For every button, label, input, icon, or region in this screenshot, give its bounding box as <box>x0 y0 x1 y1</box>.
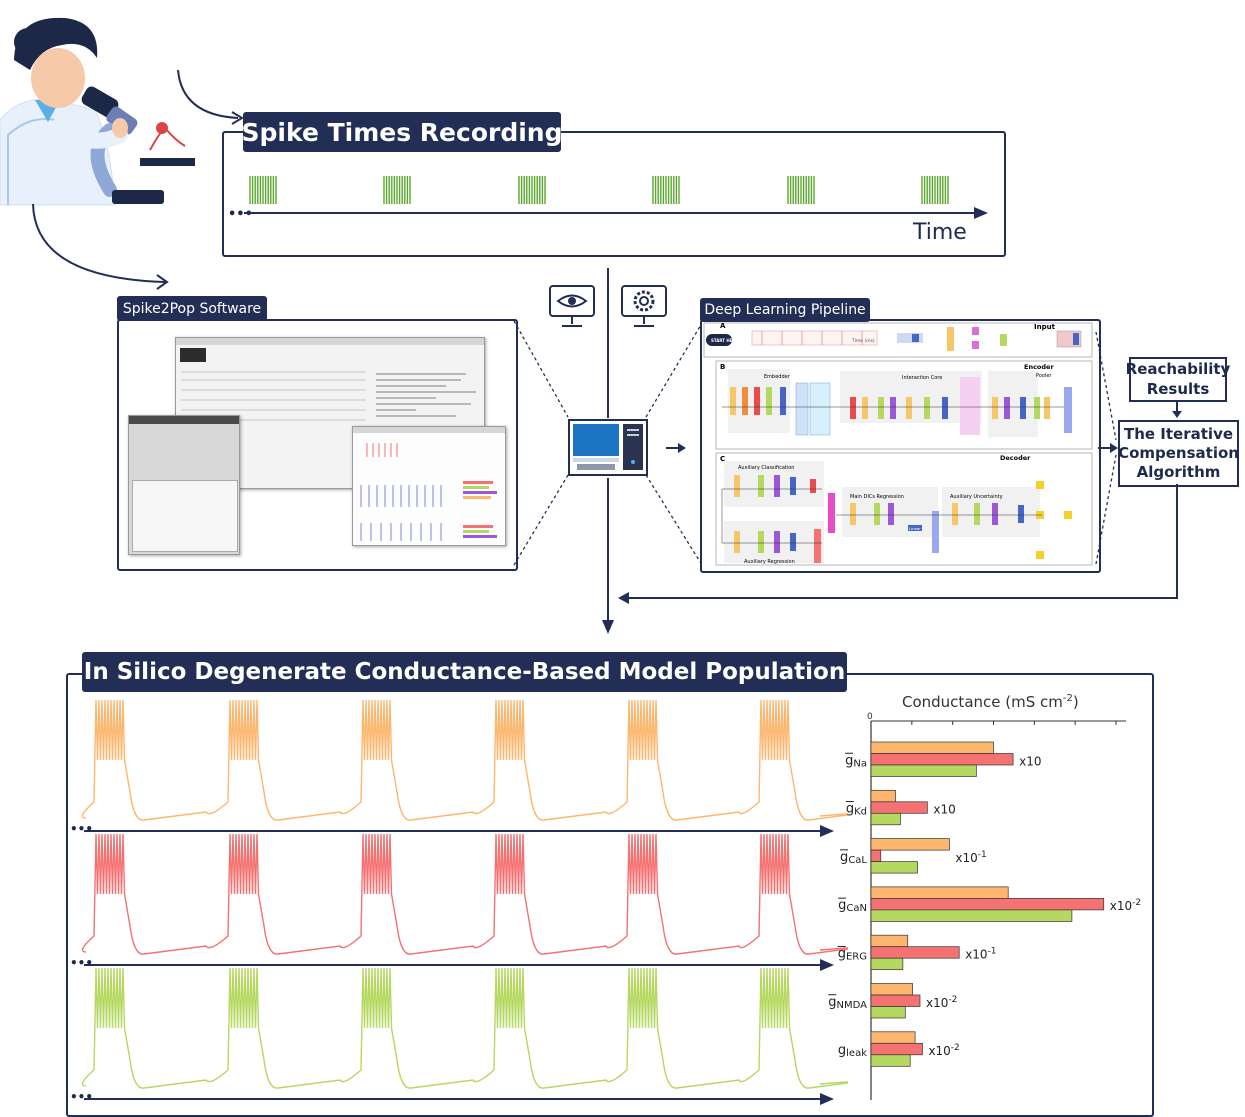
category-label-can: gCaN <box>838 898 867 914</box>
spike-raster: ••• <box>228 176 988 222</box>
pooler-label: Pooler <box>1036 373 1052 379</box>
scale-label-na: x10 <box>1019 754 1041 768</box>
arrow-reach-to-comp <box>1172 400 1182 418</box>
conductance-chart: Conductance (mS cm-2) 0 gNa x10 gKd x10 gCaL… <box>828 693 1141 1100</box>
recording-panel <box>222 131 1006 257</box>
scale-label-can: x10-2 <box>1110 898 1141 913</box>
start-here-label: START HERE <box>711 338 739 343</box>
bar-cal-1 <box>870 838 950 851</box>
reachability-line2: Results <box>1146 379 1210 398</box>
bar-can-2 <box>870 898 1105 911</box>
software-main-window <box>175 337 485 489</box>
aux-regression-label: Auxiliary Regression <box>744 559 795 565</box>
voltage-trace-3 <box>81 967 848 1089</box>
scale-label-leak: x10-2 <box>928 1043 959 1058</box>
bar-erg-2 <box>870 946 960 959</box>
bar-can-1 <box>870 886 1009 899</box>
bar-kd-2 <box>870 801 928 814</box>
time-axis-label: Time <box>913 220 967 245</box>
svg-text:•••: ••• <box>228 207 253 222</box>
aux-uncertainty-label: Auxiliary Uncertainty <box>950 494 1003 500</box>
aux-classification-label: Auxiliary Classification <box>738 465 794 471</box>
embedder-label: Embedder <box>764 374 791 380</box>
chart-bars <box>870 741 1105 1067</box>
bar-cal-3 <box>870 861 918 874</box>
scale-label-erg: x10-1 <box>965 946 996 961</box>
time-ms-label: Time (ms) <box>851 338 875 344</box>
spike-bursts <box>249 176 949 204</box>
category-label-leak: gleak <box>838 1043 867 1059</box>
recording-title: Spike Times Recording <box>242 112 563 152</box>
pipeline-label-a: A <box>720 322 726 330</box>
voltage-trace-2 <box>81 833 848 955</box>
decoder-label: Decoder <box>1000 454 1031 462</box>
bar-leak-3 <box>870 1054 911 1067</box>
bar-erg-1 <box>870 934 909 948</box>
svg-text:•••: ••• <box>70 956 93 970</box>
bar-na-1 <box>870 741 994 754</box>
pipeline-zoom-lines <box>1095 331 1118 565</box>
chart-title: Conductance (mS cm-2) <box>902 693 1079 711</box>
scale-label-nmda: x10-2 <box>926 995 957 1010</box>
axis-zero-label: 0 <box>867 712 873 722</box>
arrow-to-pipeline <box>666 443 686 453</box>
zoom-lines <box>513 320 703 566</box>
input-label: Input <box>1034 323 1056 331</box>
arrow-to-software <box>32 203 169 290</box>
bar-leak-1 <box>870 1031 916 1044</box>
reachability-line1: Reachability <box>1125 360 1231 379</box>
pipeline-label-c: C <box>720 455 725 463</box>
bar-na-2 <box>870 753 1014 766</box>
interaction-core-label: Interaction Core <box>902 375 942 381</box>
bar-nmda-3 <box>870 1006 906 1019</box>
chart-labels: gNa x10 gKd x10 gCaL x10-1 gCaN x10-2 gERG x10-1 g… <box>828 752 1141 1059</box>
svg-text:•••: ••• <box>70 1090 93 1104</box>
center-flow <box>602 268 614 634</box>
population-title: In Silico Degenerate Conductance-Based M… <box>82 652 847 692</box>
bar-kd-1 <box>870 789 896 803</box>
pipeline-diagram: A START HERE Time (ms) Input B Encoder E… <box>703 322 1093 566</box>
bar-cal-2 <box>870 849 882 862</box>
compensation-line3: Algorithm <box>1136 463 1221 482</box>
bar-leak-2 <box>870 1042 923 1056</box>
encoder-label: Encoder <box>1024 363 1054 371</box>
bar-nmda-2 <box>870 994 921 1007</box>
software-plot-window <box>352 426 506 546</box>
eye-monitor-icon <box>549 285 595 327</box>
pipeline-title: Deep Learning Pipeline <box>700 298 870 322</box>
category-label-nmda: gNMDA <box>828 995 867 1011</box>
bar-can-3 <box>870 909 1073 922</box>
svg-text:•••: ••• <box>70 822 93 836</box>
voltage-traces: ••• ••• ••• <box>70 699 848 1105</box>
voltage-trace-1 <box>81 699 848 821</box>
return-arrow <box>618 484 1178 604</box>
category-label-erg: gERG <box>838 946 867 962</box>
compensation-line1: The Iterative <box>1124 424 1234 443</box>
compensation-line2: Compensation <box>1118 443 1239 462</box>
bar-erg-3 <box>870 957 904 971</box>
arrow-to-recording <box>177 69 244 125</box>
scale-label-cal: x10-1 <box>955 850 986 865</box>
computer-icon <box>568 419 648 476</box>
linear-label: Linear <box>909 526 921 531</box>
scientist-illustration <box>0 17 195 206</box>
pipeline-label-b: B <box>720 363 725 371</box>
bar-kd-3 <box>870 812 901 826</box>
main-regression-label: Main DICs Regression <box>850 494 904 500</box>
bar-na-3 <box>870 764 977 777</box>
scale-label-kd: x10 <box>933 803 955 817</box>
bar-nmda-1 <box>870 983 914 996</box>
category-label-na: gNa <box>845 753 867 769</box>
gear-monitor-icon <box>621 285 667 327</box>
category-label-kd: gKd <box>846 802 867 818</box>
software-sim-window <box>128 415 240 555</box>
software-title: Spike2Pop Software <box>117 296 267 321</box>
category-label-cal: gCaL <box>840 850 867 866</box>
